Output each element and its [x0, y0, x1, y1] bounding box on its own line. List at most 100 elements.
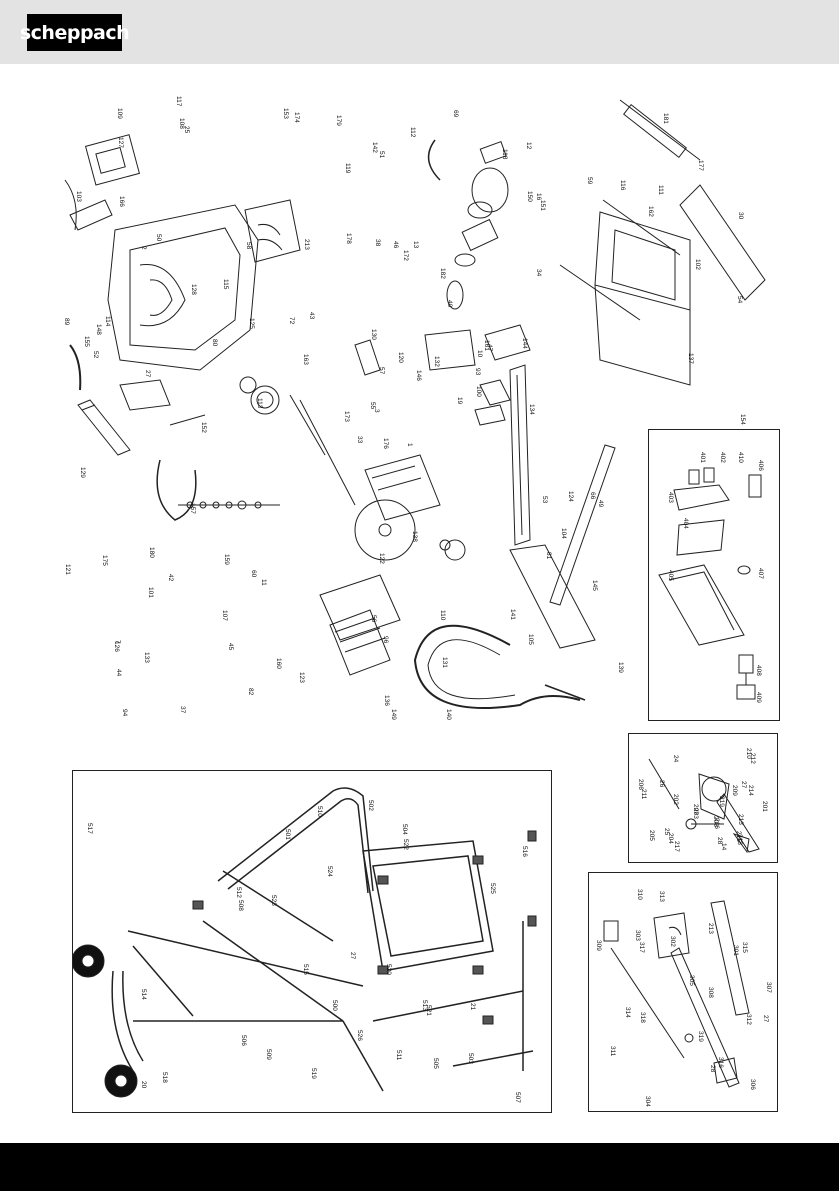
part-number-label: 47: [486, 344, 493, 352]
part-number-label: 503: [467, 1053, 474, 1064]
part-number-label: 408: [755, 665, 762, 676]
motor: [471, 167, 509, 213]
part-number-label: 166: [118, 196, 125, 207]
part-number-label: 162: [647, 206, 654, 217]
small-parts-stack: [178, 500, 280, 510]
part-number-label: 141: [509, 609, 516, 620]
part-number-label: 512: [235, 887, 242, 898]
part-number-label: 175: [101, 555, 108, 566]
part-number-label: 103: [75, 191, 82, 202]
header-bar: scheppach: [0, 0, 839, 64]
part-number-label: 174: [293, 112, 300, 123]
part-number-label: 317: [638, 942, 645, 953]
part-number-label: 205: [648, 830, 655, 841]
part-number-label: 94: [121, 709, 128, 717]
part-number-label: 13: [412, 241, 419, 249]
part-number-label: 46: [392, 241, 399, 249]
part-number-label: 132: [433, 356, 440, 367]
part-number-label: 161: [483, 340, 490, 351]
part-number-label: 207: [692, 804, 699, 815]
part-number-label: 43: [308, 312, 315, 320]
part-number-label: 130: [370, 329, 377, 340]
part-number-label: 180: [148, 547, 155, 558]
part-number-label: 178: [345, 233, 352, 244]
part-number-label: 309: [595, 940, 602, 951]
part-number-label: 37: [179, 706, 186, 714]
part-number-label: 115: [222, 279, 229, 290]
part-number-label: 69: [452, 110, 459, 118]
part-number-label: 209: [731, 785, 738, 796]
rip-fence: [549, 444, 616, 606]
part-number-label: 113: [256, 398, 263, 409]
part-number-label: 148: [95, 324, 102, 335]
part-number-label: 66: [589, 492, 596, 500]
part-number-label: 58: [245, 242, 252, 250]
part-number-label: 319: [697, 1031, 704, 1042]
part-number-label: 213: [707, 923, 714, 934]
part-number-label: 150: [526, 191, 533, 202]
part-number-label: 120: [397, 352, 404, 363]
part-number-label: 302: [669, 936, 676, 947]
part-number-label: 159: [223, 554, 230, 565]
part-number-label: 202: [672, 794, 679, 805]
part-number-label: 1: [406, 443, 413, 447]
part-number-label: 26: [658, 780, 665, 788]
part-number-label: 27: [349, 952, 356, 960]
part-number-label: 201: [761, 801, 768, 812]
part-number-label: 523: [270, 895, 277, 906]
part-number-label: 509: [265, 1049, 272, 1060]
part-number-label: 16: [535, 193, 542, 201]
part-number-label: 525: [489, 883, 496, 894]
part-number-label: 127: [117, 137, 124, 148]
part-number-label: 42: [167, 574, 174, 582]
part-number-label: 511: [395, 1050, 402, 1061]
part-number-label: 24: [672, 755, 679, 763]
part-number-label: 172: [402, 250, 409, 261]
part-number-label: 206: [637, 779, 644, 790]
part-number-label: 517: [86, 823, 93, 834]
part-number-label: 215: [735, 831, 742, 842]
part-number-label: 51: [378, 151, 385, 159]
part-number-label: 515: [302, 964, 309, 975]
part-number-label: 177: [697, 160, 704, 171]
part-number-label: 507: [514, 1092, 521, 1103]
part-number-label: 25: [663, 828, 670, 836]
part-number-label: 131: [441, 657, 448, 668]
part-number-label: 142: [371, 142, 378, 153]
part-number-label: 89: [63, 318, 70, 326]
part-number-label: 19: [456, 397, 463, 405]
part-number-label: 307: [765, 982, 772, 993]
part-number-label: 119: [344, 163, 351, 174]
part-number-label: 526: [356, 1030, 363, 1041]
part-number-label: 521: [425, 1005, 432, 1016]
part-number-label: 122: [378, 553, 385, 564]
part-number-label: 524: [326, 866, 333, 877]
part-number-label: 146: [415, 370, 422, 381]
part-number-label: 516: [521, 846, 528, 857]
part-number-label: 214: [747, 785, 754, 796]
part-number-label: 176: [382, 438, 389, 449]
part-number-label: 14: [720, 843, 727, 851]
part-number-label: 301: [732, 945, 739, 956]
part-number-label: 505: [432, 1058, 439, 1069]
part-number-label: 152: [200, 422, 207, 433]
part-number-label: 403: [667, 492, 674, 503]
part-number-label: 107: [221, 610, 228, 621]
part-number-label: 105: [527, 634, 534, 645]
part-number-label: 129: [79, 467, 86, 478]
part-number-label: 305: [688, 975, 695, 986]
fence-rail: [509, 364, 531, 546]
part-number-label: 2: [140, 246, 147, 250]
part-number-label: 7: [114, 640, 121, 644]
part-number-label: 318: [639, 1012, 646, 1023]
part-number-label: 163: [302, 354, 309, 365]
part-number-label: 407: [757, 568, 764, 579]
part-number-label: 117: [175, 96, 182, 107]
part-number-label: 404: [682, 518, 689, 529]
switch-box: [84, 134, 141, 186]
part-number-label: 501: [284, 829, 291, 840]
part-number-label: 28: [709, 1065, 716, 1073]
